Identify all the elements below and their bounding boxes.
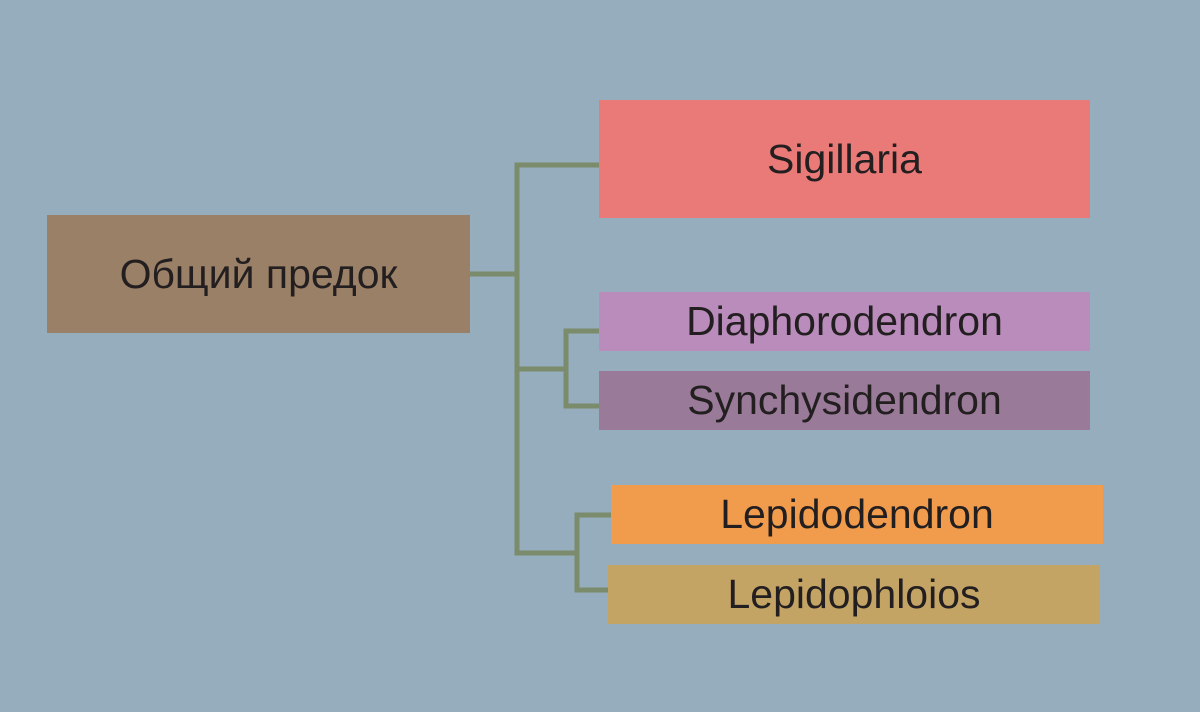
taxon-synchysidendron: Synchysidendron xyxy=(599,371,1090,430)
taxon-lepidophloios: Lepidophloios xyxy=(608,565,1100,624)
taxon-label: Lepidodendron xyxy=(720,491,994,537)
branch-diaphoro-synchy-clade xyxy=(514,328,602,409)
taxon-lepidodendron: Lepidodendron xyxy=(611,485,1103,544)
taxon-label: Sigillaria xyxy=(767,135,922,182)
branch-lepido-clade xyxy=(514,512,614,593)
taxon-label: Diaphorodendron xyxy=(686,298,1003,344)
taxon-label: Lepidophloios xyxy=(727,571,981,617)
root-node: Общий предок xyxy=(47,215,470,333)
root-label: Общий предок xyxy=(119,250,398,297)
taxon-label: Synchysidendron xyxy=(687,377,1002,423)
taxon-sigillaria: Sigillaria xyxy=(599,100,1090,218)
taxon-diaphorodendron: Diaphorodendron xyxy=(599,292,1090,351)
